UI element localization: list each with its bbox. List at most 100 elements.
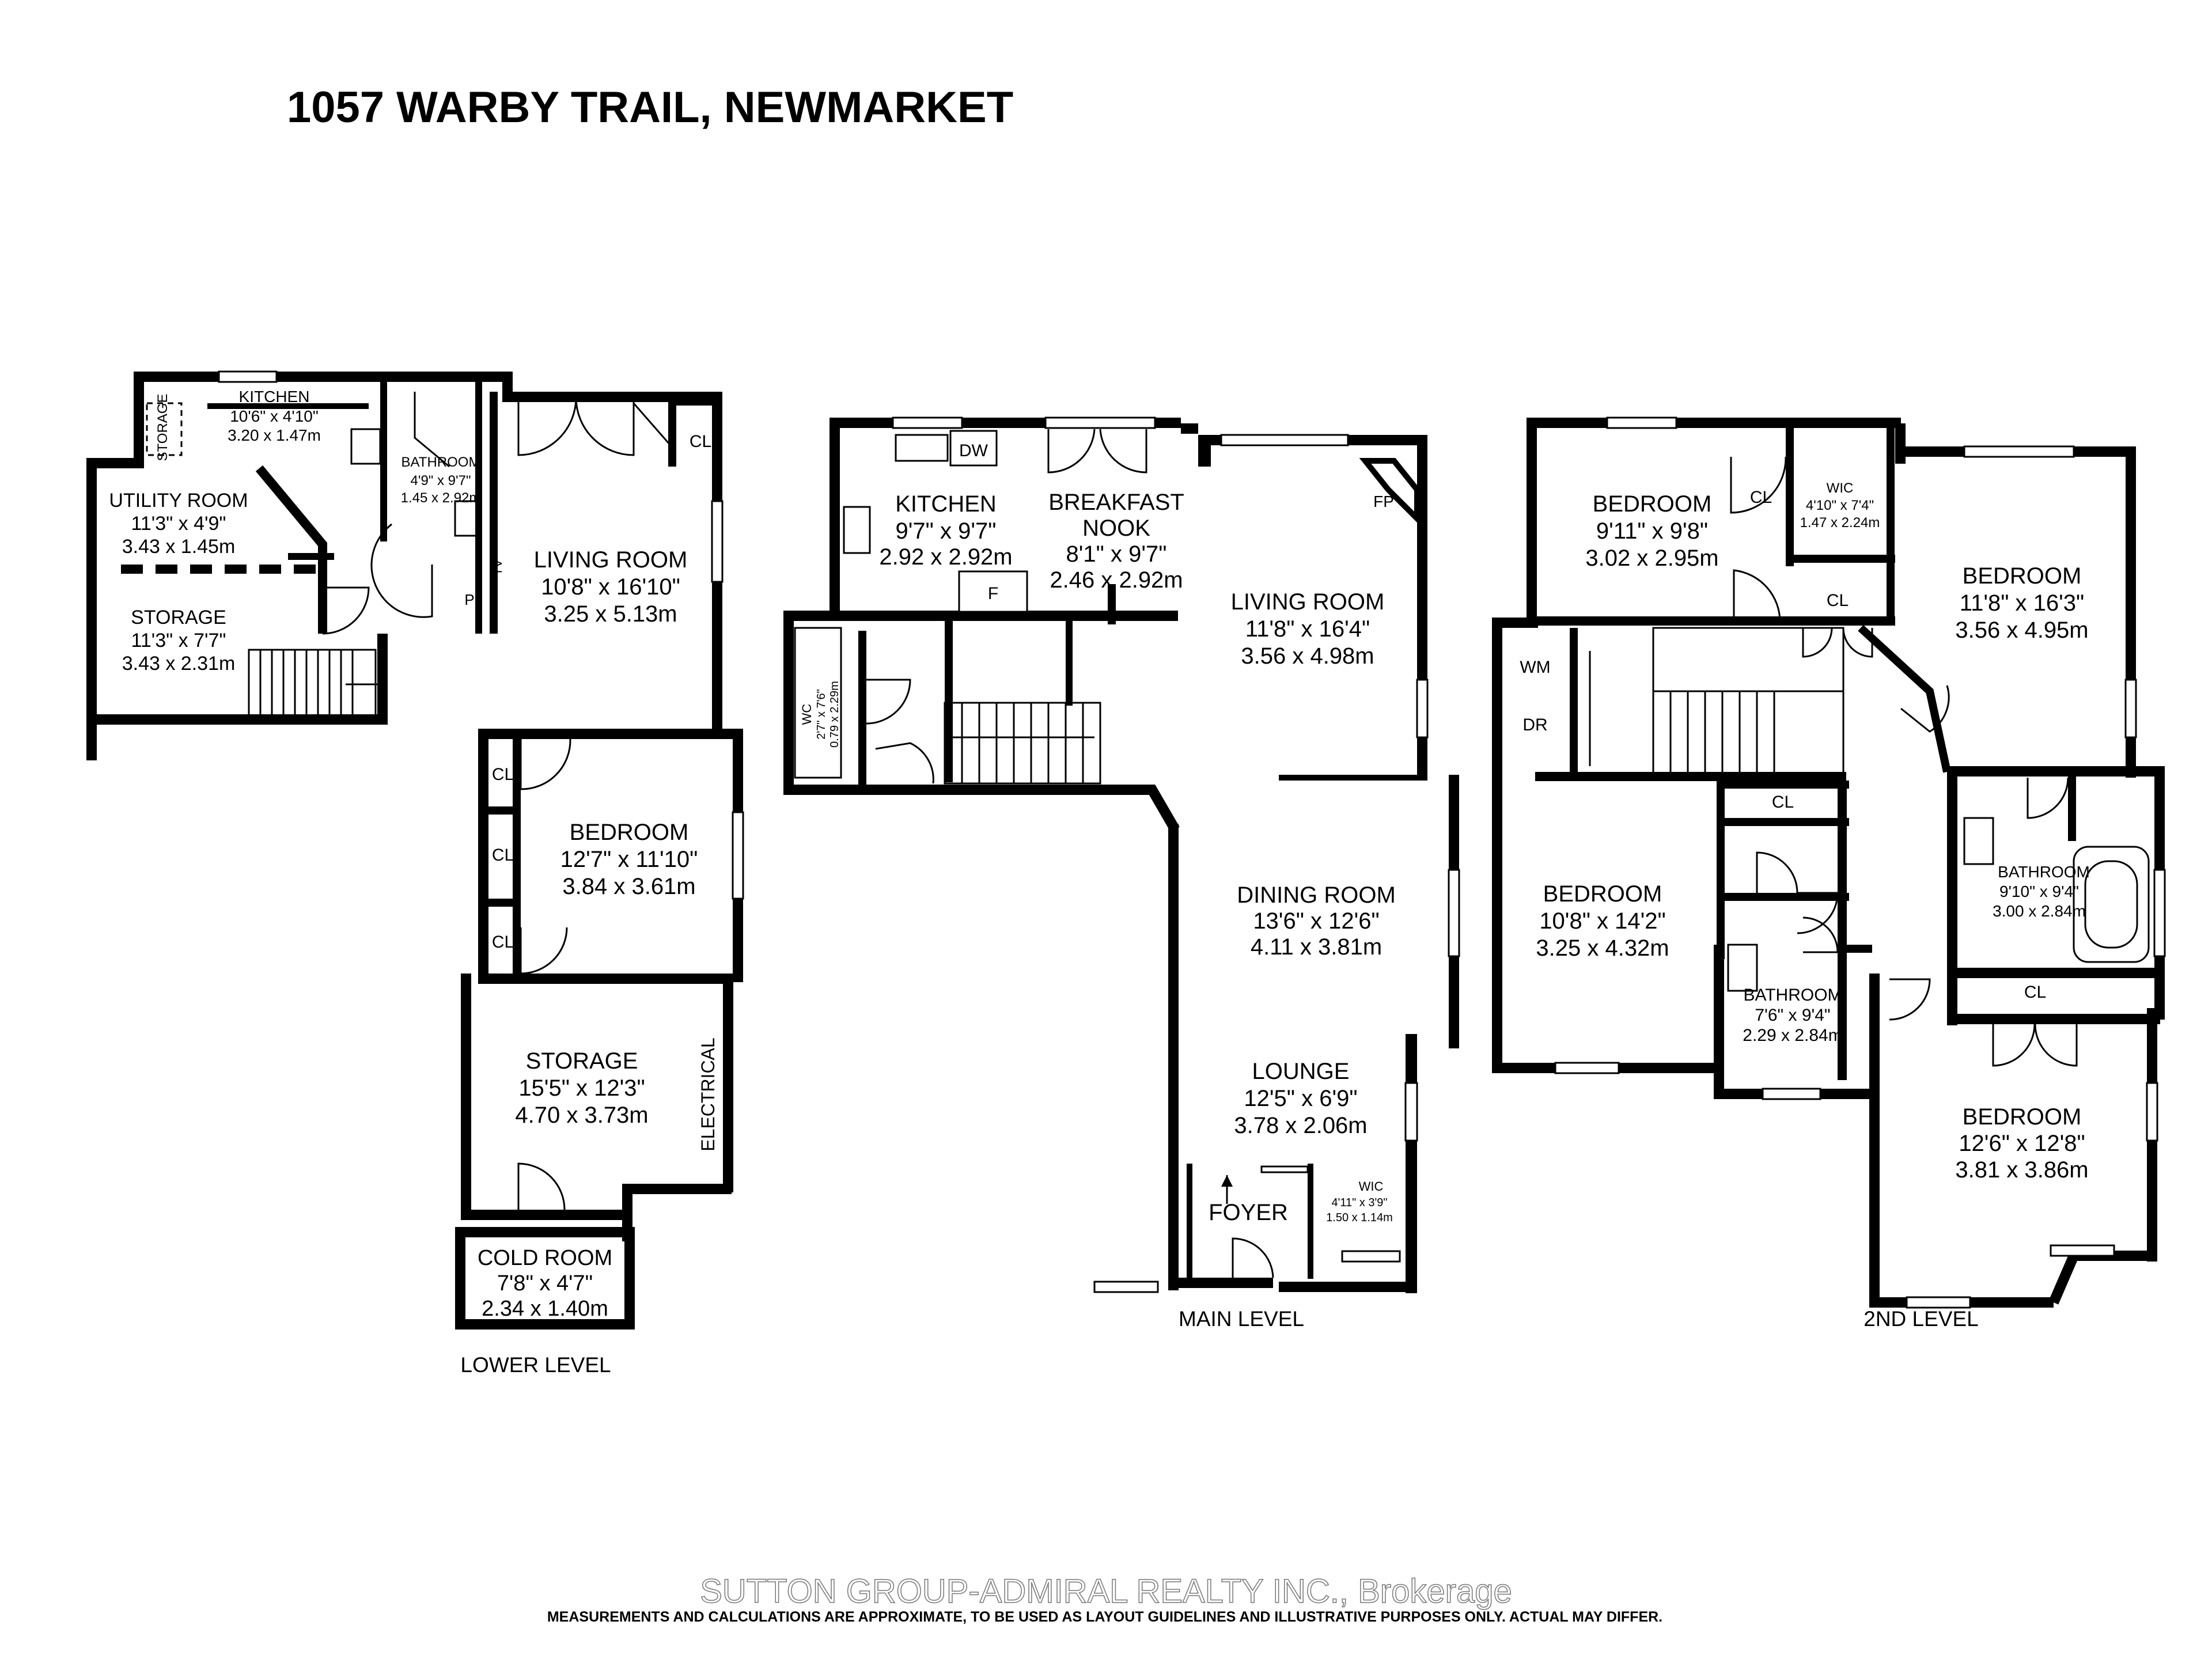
svg-text:STORAGE: STORAGE <box>526 1048 638 1074</box>
second-closet-label: CL <box>1750 488 1772 507</box>
svg-text:10'6" x 4'10": 10'6" x 4'10" <box>230 407 319 425</box>
svg-text:11'8" x 16'4": 11'8" x 16'4" <box>1245 616 1370 642</box>
svg-text:DINING ROOM: DINING ROOM <box>1237 882 1396 908</box>
svg-text:3.81 x 3.86m: 3.81 x 3.86m <box>1955 1157 2088 1183</box>
svg-text:BREAKFAST: BREAKFAST <box>1048 490 1184 515</box>
svg-text:1.45 x 2.92m: 1.45 x 2.92m <box>401 490 481 506</box>
pantry-label: P <box>464 591 474 608</box>
svg-text:WC: WC <box>800 704 814 725</box>
svg-text:LIVING ROOM: LIVING ROOM <box>1231 589 1385 615</box>
svg-text:BEDROOM: BEDROOM <box>1963 563 2082 589</box>
svg-text:2'7" x 7'6": 2'7" x 7'6" <box>815 689 828 739</box>
lower-cold-room: COLD ROOM 7'8" x 4'7" 2.34 x 1.40m <box>478 1246 612 1321</box>
svg-text:BEDROOM: BEDROOM <box>1963 1104 2082 1130</box>
svg-text:4'11" x 3'9": 4'11" x 3'9" <box>1331 1196 1387 1209</box>
main-breakfast-nook: BREAKFAST NOOK 8'1" x 9'7" 2.46 x 2.92m <box>1048 490 1184 593</box>
svg-text:12'5" x 6'9": 12'5" x 6'9" <box>1244 1086 1357 1111</box>
second-level-label: 2ND LEVEL <box>1863 1307 1979 1331</box>
svg-text:3.78 x 2.06m: 3.78 x 2.06m <box>1234 1113 1367 1138</box>
svg-text:3.25 x 5.13m: 3.25 x 5.13m <box>544 601 677 627</box>
svg-text:13'6" x 12'6": 13'6" x 12'6" <box>1253 908 1379 934</box>
svg-text:STORAGE: STORAGE <box>131 607 226 628</box>
svg-text:1.47 x 2.24m: 1.47 x 2.24m <box>1800 515 1880 531</box>
svg-text:WIC: WIC <box>1827 480 1854 496</box>
dishwasher-label: DW <box>959 441 988 460</box>
svg-text:LIVING ROOM: LIVING ROOM <box>534 547 688 573</box>
svg-text:BATHROOM: BATHROOM <box>1998 863 2090 881</box>
second-bathroom-1: BATHROOM 7'6" x 9'4" 2.29 x 2.84m <box>1743 986 1842 1045</box>
svg-text:4.70 x 3.73m: 4.70 x 3.73m <box>515 1103 648 1128</box>
svg-text:9'11" x 9'8": 9'11" x 9'8" <box>1596 518 1708 544</box>
tv-label: TV <box>490 559 505 575</box>
lower-level-plan: STORAGE KITCHEN 10'6" x 4'10" 3.20 x 1.4… <box>86 370 744 1330</box>
svg-text:12'7" x 11'10": 12'7" x 11'10" <box>560 847 698 872</box>
svg-text:7'6" x 9'4": 7'6" x 9'4" <box>1755 1006 1830 1025</box>
svg-text:10'8" x 14'2": 10'8" x 14'2" <box>1539 908 1665 934</box>
svg-text:COLD ROOM: COLD ROOM <box>478 1246 612 1270</box>
svg-text:3.84 x 3.61m: 3.84 x 3.61m <box>562 874 695 899</box>
svg-text:15'5" x 12'3": 15'5" x 12'3" <box>518 1075 645 1101</box>
svg-text:2.46 x 2.92m: 2.46 x 2.92m <box>1050 567 1183 593</box>
svg-text:3.25 x 4.32m: 3.25 x 4.32m <box>1536 935 1669 961</box>
fireplace-label: FP <box>1373 493 1394 510</box>
lower-closet-label: CL <box>690 432 711 451</box>
svg-text:11'3" x 7'7": 11'3" x 7'7" <box>131 630 226 652</box>
svg-text:4'9" x 9'7": 4'9" x 9'7" <box>411 473 471 488</box>
second-bedroom-4: BEDROOM 12'6" x 12'8" 3.81 x 3.86m <box>1955 1104 2088 1183</box>
second-closet-label: CL <box>1827 591 1849 610</box>
svg-text:2.29 x 2.84m: 2.29 x 2.84m <box>1743 1026 1842 1045</box>
lower-storage: STORAGE 11'3" x 7'7" 3.43 x 2.31m <box>122 607 236 675</box>
main-wic: WIC 4'11" x 3'9" 1.50 x 1.14m <box>1326 1179 1393 1224</box>
svg-text:NOOK: NOOK <box>1082 516 1150 541</box>
disclaimer-text: MEASUREMENTS AND CALCULATIONS ARE APPROX… <box>547 1609 1662 1625</box>
svg-text:KITCHEN: KITCHEN <box>239 388 310 406</box>
svg-text:BEDROOM: BEDROOM <box>1593 491 1712 517</box>
svg-text:3.43 x 2.31m: 3.43 x 2.31m <box>122 653 236 675</box>
svg-text:4.11 x 3.81m: 4.11 x 3.81m <box>1251 934 1382 960</box>
svg-text:3.02 x 2.95m: 3.02 x 2.95m <box>1585 546 1718 571</box>
svg-text:3.56 x 4.95m: 3.56 x 4.95m <box>1955 618 2088 643</box>
svg-text:BATHROOM: BATHROOM <box>1743 986 1842 1005</box>
svg-text:1.50 x 1.14m: 1.50 x 1.14m <box>1326 1211 1393 1224</box>
washer-label: WM <box>1520 658 1550 677</box>
svg-text:LOUNGE: LOUNGE <box>1252 1059 1350 1084</box>
page-title: 1057 WARBY TRAIL, NEWMARKET <box>287 83 1013 132</box>
svg-text:11'3" x 4'9": 11'3" x 4'9" <box>131 513 226 535</box>
fridge-label: F <box>988 584 998 603</box>
second-bathroom-2: BATHROOM 9'10" x 9'4" 3.00 x 2.84m <box>1993 863 2090 920</box>
main-level-label: MAIN LEVEL <box>1179 1307 1304 1331</box>
main-wc: WC 2'7" x 7'6" 0.79 x 2.29m <box>800 681 841 748</box>
main-living-room: LIVING ROOM 11'8" x 16'4" 3.56 x 4.98m <box>1231 589 1385 669</box>
svg-text:9'10" x 9'4": 9'10" x 9'4" <box>1999 882 2079 900</box>
svg-text:8'1" x 9'7": 8'1" x 9'7" <box>1066 541 1167 567</box>
svg-text:10'8" x 16'10": 10'8" x 16'10" <box>541 574 680 600</box>
lower-kitchen: KITCHEN 10'6" x 4'10" 3.20 x 1.47m <box>228 388 321 444</box>
svg-text:BATHROOM: BATHROOM <box>402 454 480 470</box>
lower-storage-large: STORAGE 15'5" x 12'3" 4.70 x 3.73m <box>515 1048 648 1128</box>
svg-text:7'8" x 4'7": 7'8" x 4'7" <box>497 1271 593 1296</box>
lower-bathroom: BATHROOM 4'9" x 9'7" 1.45 x 2.92m <box>401 454 481 506</box>
svg-text:3.20 x 1.47m: 3.20 x 1.47m <box>228 426 321 444</box>
svg-text:2.34 x 1.40m: 2.34 x 1.40m <box>482 1297 608 1321</box>
second-closet-label: CL <box>1772 793 1794 812</box>
lower-closet-label: CL <box>492 846 514 865</box>
svg-text:0.79 x 2.29m: 0.79 x 2.29m <box>828 681 841 748</box>
main-foyer: FOYER <box>1209 1200 1288 1225</box>
electrical-label: ELECTRICAL <box>698 1037 718 1151</box>
svg-text:12'6" x 12'8": 12'6" x 12'8" <box>1959 1131 2085 1156</box>
second-wic: WIC 4'10" x 7'4" 1.47 x 2.24m <box>1800 480 1880 531</box>
second-bedroom-3: BEDROOM 10'8" x 14'2" 3.25 x 4.32m <box>1536 881 1669 961</box>
svg-text:4'10" x 7'4": 4'10" x 7'4" <box>1806 498 1874 513</box>
dryer-label: DR <box>1522 715 1547 734</box>
svg-text:3.43 x 1.45m: 3.43 x 1.45m <box>122 536 236 558</box>
brokerage-watermark: SUTTON GROUP-ADMIRAL REALTY INC., Broker… <box>700 1573 1512 1610</box>
svg-text:3.00 x 2.84m: 3.00 x 2.84m <box>1993 902 2086 920</box>
second-closet-label: CL <box>2024 983 2046 1002</box>
svg-text:3.56 x 4.98m: 3.56 x 4.98m <box>1241 643 1374 669</box>
svg-text:BEDROOM: BEDROOM <box>570 820 689 845</box>
svg-text:BEDROOM: BEDROOM <box>1543 881 1662 907</box>
svg-text:UTILITY ROOM: UTILITY ROOM <box>109 490 248 512</box>
svg-text:9'7" x 9'7": 9'7" x 9'7" <box>896 518 997 544</box>
lower-level-label: LOWER LEVEL <box>460 1353 611 1377</box>
